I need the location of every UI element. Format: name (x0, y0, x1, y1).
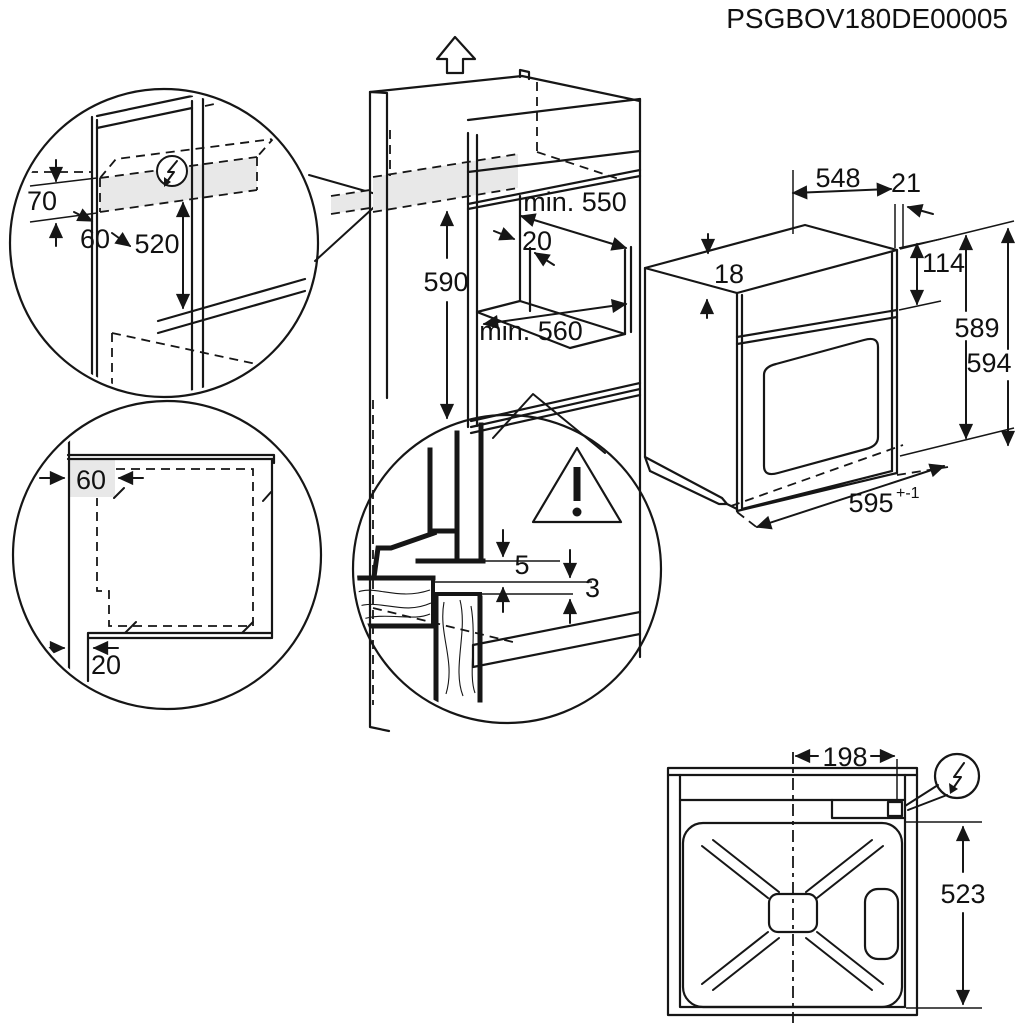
dim-lower-gap: 3 (585, 573, 600, 603)
dim-top-inset: 18 (714, 259, 744, 289)
oven-door-window (762, 337, 880, 476)
dim-side-clearance: 60 (76, 465, 106, 495)
electrical-lightning-icon (904, 752, 981, 811)
dim-space-offset: 60 (80, 224, 110, 254)
electrical-strip-inner (373, 154, 518, 212)
detail-circle-outline (11, 399, 323, 711)
dim-height-from-shelf: 520 (134, 229, 179, 259)
dim-panel-height: 114 (922, 248, 965, 278)
detail-circle-outline (351, 413, 663, 725)
detail-circle-outline (8, 87, 320, 399)
callout-wedge (308, 174, 384, 262)
dim-niche-height: 590 (423, 267, 468, 297)
detail-circle-plan: 60 20 (11, 399, 323, 711)
dim-upper-gap: 5 (514, 550, 529, 580)
wood-grain-left (357, 589, 432, 621)
dim-width-min: min. 550 (523, 187, 627, 217)
mains-connection-box (886, 800, 904, 818)
dim-back-gap: 20 (522, 226, 552, 256)
wood-grain-right (442, 599, 476, 697)
callout-wedge (492, 393, 606, 454)
dim-body-height: 589 (954, 313, 999, 343)
oven-diagram: 548 21 18 114 589 594 595 +-1 (643, 163, 1015, 530)
side-clearance-shade (68, 460, 115, 497)
dim-space-height: 70 (27, 186, 57, 216)
dim-bottom-gap: 20 (91, 650, 121, 680)
electrical-lightning-icon (156, 155, 188, 187)
rear-panel-pocket (863, 887, 900, 961)
dim-total-height: 594 (966, 348, 1011, 378)
rear-view-diagram: 198 523 (666, 742, 986, 1023)
dim-depth-min: min. 560 (479, 316, 583, 346)
warning-icon (531, 446, 623, 524)
product-code: PSGBOV180DE00005 (726, 3, 1008, 34)
dim-front-width: 595 (848, 488, 893, 518)
dim-door-offset: 21 (891, 168, 921, 198)
dim-body-width: 548 (815, 163, 860, 193)
dim-connection-height: 523 (940, 879, 985, 909)
dim-connection-offset: 198 (822, 742, 867, 772)
cabinet-diagram: min. 550 20 590 min. 560 (330, 35, 642, 733)
detail-circle-electrical: 70 60 520 (8, 87, 384, 399)
electrical-strip-outer (331, 190, 370, 214)
dim-front-width-tolerance: +-1 (896, 485, 920, 502)
arrow-up-icon (435, 35, 477, 75)
detail-circle-gap: 5 3 (351, 393, 663, 725)
